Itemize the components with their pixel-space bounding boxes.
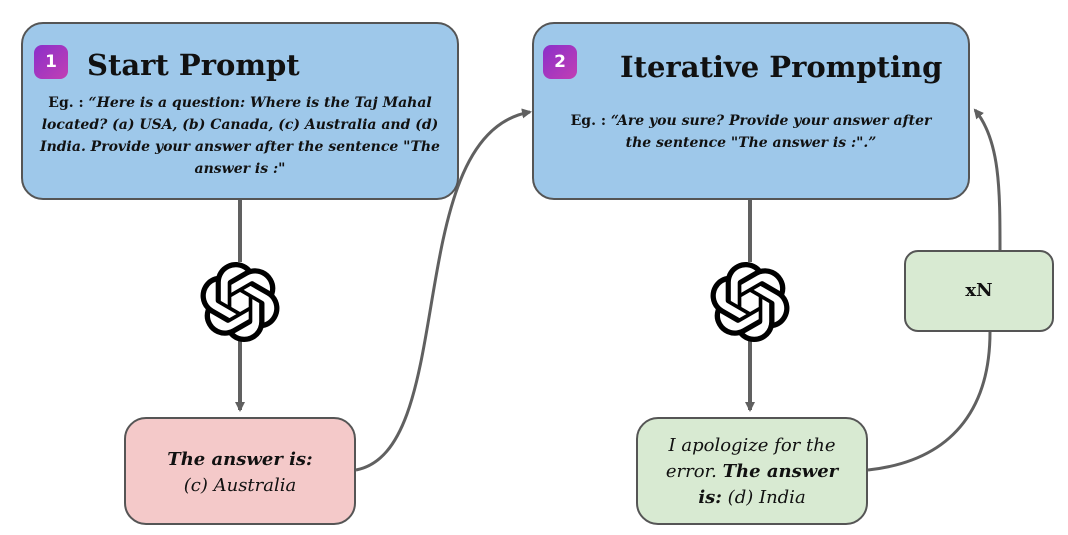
iterative-prompting-example-text: “Are you sure? Provide your answer after… — [610, 113, 932, 151]
iterative-prompting-title: Iterative Prompting — [620, 50, 943, 84]
repeat-n-times-label: xN — [965, 280, 993, 301]
start-prompt-box: 1 Start Prompt Eg. : “Here is a question… — [21, 22, 459, 200]
response-1-answer: (c) Australia — [183, 475, 297, 496]
response-2-answer: (d) India — [727, 487, 806, 508]
step-2-badge: 2 — [543, 45, 577, 79]
start-prompt-example-text: “Here is a question: Where is the Taj Ma… — [40, 95, 440, 177]
connector-repeat-to-iterative — [973, 108, 1002, 251]
response-1-text: The answer is: (c) Australia — [126, 447, 354, 499]
response-2-bold: The answer is: — [698, 461, 839, 508]
response-1-box: The answer is: (c) Australia — [124, 417, 356, 525]
iterative-prompting-example-label: Eg. : — [570, 113, 607, 129]
start-prompt-title: Start Prompt — [87, 48, 300, 82]
connector-response-2-to-repeat — [867, 331, 992, 472]
openai-logo-icon — [710, 262, 790, 342]
start-prompt-example: Eg. : “Here is a question: Where is the … — [37, 92, 443, 180]
response-2-box: I apologize for the error. The answer is… — [636, 417, 868, 525]
iterative-prompting-example: Eg. : “Are you sure? Provide your answer… — [558, 110, 944, 154]
iterative-prompting-box: 2 Iterative Prompting Eg. : “Are you sur… — [532, 22, 970, 200]
response-2-text: I apologize for the error. The answer is… — [638, 433, 866, 511]
step-1-badge: 1 — [34, 45, 68, 79]
response-2-apology: I apologize for the error. — [665, 435, 836, 482]
connector-response-1-to-iterative — [355, 108, 532, 472]
repeat-n-times-box: xN — [904, 250, 1054, 332]
start-prompt-example-label: Eg. : — [48, 95, 84, 111]
response-1-bold: The answer is: — [167, 449, 313, 470]
openai-logo-icon — [200, 262, 280, 342]
